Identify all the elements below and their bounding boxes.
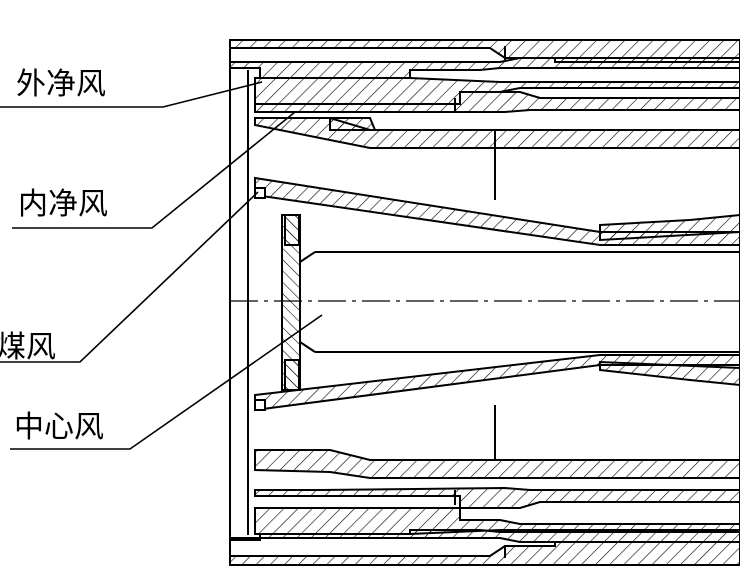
top-inner-wall <box>254 117 740 149</box>
center-flange-top <box>284 214 300 246</box>
bolt-bottom <box>254 399 266 411</box>
bottom-coal-cone-lip <box>599 360 740 387</box>
bolt-top <box>254 187 266 199</box>
top-inner-flange <box>329 117 377 131</box>
bottom-outer-channel-wall <box>254 486 740 509</box>
top-outer-channel-wall-2 <box>254 91 740 113</box>
center-pipe-top-inner <box>299 251 316 263</box>
top-outer-wall <box>229 57 740 79</box>
top-coal-cone-lip <box>599 213 740 242</box>
leader-inner-clean-air <box>12 111 296 229</box>
leader-coal-air <box>0 191 259 363</box>
bottom-coal-cone <box>254 354 740 412</box>
label-outer-clean-air: 外净风 <box>16 67 106 102</box>
bottom-outer-casing <box>229 541 740 566</box>
leader-center-air <box>10 314 323 450</box>
bottom-outer-wall <box>229 529 740 543</box>
center-flange-bottom <box>284 359 300 391</box>
label-inner-clean-air: 内净风 <box>18 187 108 222</box>
bottom-inner-wall <box>254 449 740 479</box>
label-coal-air: 煤风 <box>0 330 56 365</box>
bottom-outer-channel-wall-2 <box>254 507 740 535</box>
center-pipe-bottom-inner <box>299 341 316 353</box>
label-center-air: 中心风 <box>14 410 104 445</box>
leader-outer-clean-air <box>0 81 263 108</box>
